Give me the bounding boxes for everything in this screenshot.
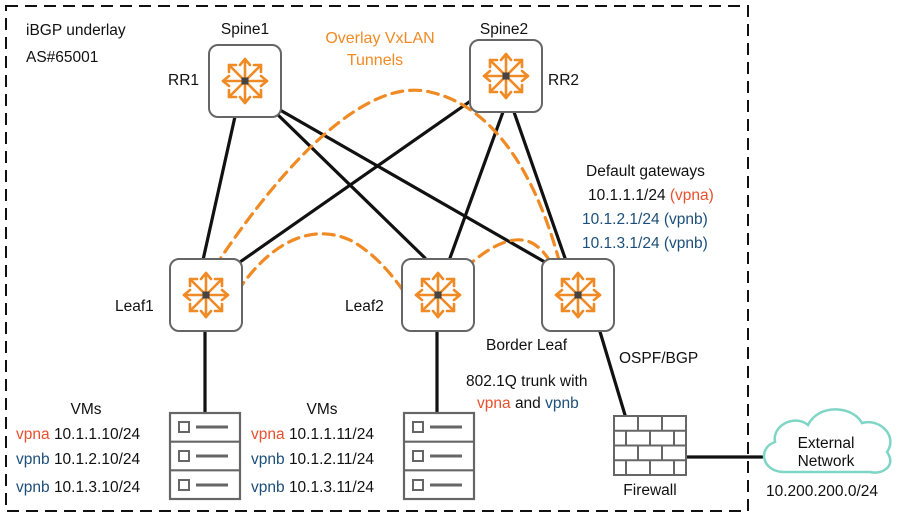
overlay-label-line2: Tunnels xyxy=(347,52,403,69)
underlay-label-line1: iBGP underlay xyxy=(26,22,126,39)
server-mid-icon[interactable] xyxy=(402,411,476,501)
firewall-icon[interactable] xyxy=(613,415,687,476)
vm-left-row-2: vpnb 10.1.2.10/24 xyxy=(16,451,141,468)
underlay-boundary xyxy=(5,5,749,512)
ospf-bgp-label: OSPF/BGP xyxy=(619,350,698,367)
spine1-router-icon[interactable] xyxy=(207,43,283,119)
vm-mid-row-2: vpnb 10.1.2.11/24 xyxy=(251,451,374,468)
leaf2-router-icon[interactable] xyxy=(400,257,476,333)
external-subnet-label: 10.200.200.0/24 xyxy=(766,483,878,500)
overlay-tunnels xyxy=(203,88,570,309)
cloud-icon[interactable] xyxy=(762,408,892,474)
overlay-label-line1: Overlay VxLAN xyxy=(325,30,434,47)
leaf1-router-icon[interactable] xyxy=(168,257,244,333)
trunk-label-line2: vpna and vpnb xyxy=(477,395,579,412)
server-left-icon[interactable] xyxy=(168,411,242,501)
leaf2-label: Leaf2 xyxy=(345,298,384,315)
external-network-line2: Network xyxy=(798,453,855,470)
border-leaf-label: Border Leaf xyxy=(486,337,568,354)
spine1-label: Spine1 xyxy=(221,21,269,38)
external-network-line1: External xyxy=(798,435,855,452)
gateway-3: 10.1.3.1/24 (vpnb) xyxy=(582,235,708,252)
rr2-label: RR2 xyxy=(548,72,579,89)
spine2-label: Spine2 xyxy=(480,21,528,38)
vms-mid-title: VMs xyxy=(307,401,338,418)
vm-mid-row-1: vpna 10.1.1.11/24 xyxy=(251,426,374,443)
gateway-2: 10.1.2.1/24 (vpnb) xyxy=(582,211,708,228)
vm-left-row-3: vpnb 10.1.3.10/24 xyxy=(16,479,141,496)
gateway-1: 10.1.1.1/24 (vpna) xyxy=(588,187,714,204)
spine2-router-icon[interactable] xyxy=(468,38,544,114)
leaf1-label: Leaf1 xyxy=(115,298,154,315)
gateways-title: Default gateways xyxy=(586,163,705,180)
rr1-label: RR1 xyxy=(168,72,199,89)
vm-left-row-1: vpna 10.1.1.10/24 xyxy=(16,426,141,443)
tunnel-endpoints xyxy=(200,277,573,312)
firewall-label: Firewall xyxy=(623,482,676,499)
vms-left-title: VMs xyxy=(71,401,102,418)
vm-mid-row-3: vpnb 10.1.3.11/24 xyxy=(251,479,374,496)
trunk-label-line1: 802.1Q trunk with xyxy=(466,373,587,390)
underlay-label-line2: AS#65001 xyxy=(26,49,98,66)
border-leaf-router-icon[interactable] xyxy=(540,257,616,333)
